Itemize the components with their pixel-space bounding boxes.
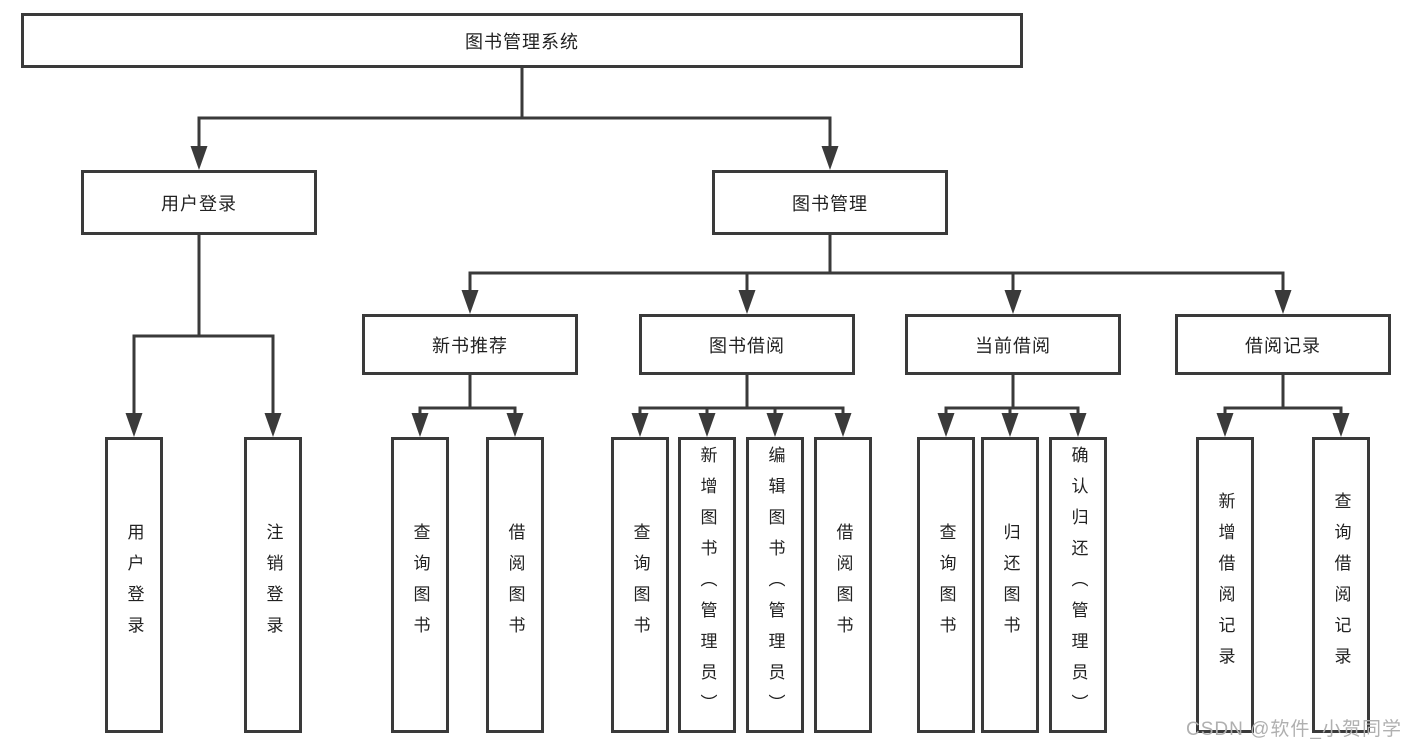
- leaf-edit-book-admin: 编辑图书（管理员）: [746, 437, 804, 733]
- connector-borrow-to-leaves: [631, 374, 852, 437]
- connector-userlogin-to-leaves: [125, 234, 282, 437]
- arrowhead-down-icon: [1274, 290, 1292, 314]
- leaf-label: 新增借阅记录: [1215, 492, 1235, 678]
- arrowhead-down-icon: [766, 413, 784, 437]
- node-borrow-records: 借阅记录: [1175, 314, 1391, 375]
- arrowhead-down-icon: [834, 413, 852, 437]
- connector-line: [1223, 374, 1343, 417]
- leaf-return-book: 归还图书: [981, 437, 1039, 733]
- connector-line: [638, 374, 845, 417]
- arrowhead-down-icon: [937, 413, 955, 437]
- arrowhead-down-icon: [1069, 413, 1087, 437]
- arrowhead-down-icon: [1001, 413, 1019, 437]
- leaf-label: 用户登录: [124, 523, 144, 647]
- leaf-logout: 注销登录: [244, 437, 302, 733]
- arrowhead-down-icon: [631, 413, 649, 437]
- connector-line: [418, 374, 517, 417]
- leaf-confirm-return-admin: 确认归还（管理员）: [1049, 437, 1107, 733]
- arrowhead-down-icon: [1004, 290, 1022, 314]
- leaf-query-books-borrow: 查询图书: [611, 437, 669, 733]
- connector-bookmgmt-to-level3: [461, 234, 1292, 314]
- connector-newbooks-to-leaves: [411, 374, 524, 437]
- leaf-label: 借阅图书: [833, 523, 853, 647]
- leaf-borrow-books-recommend: 借阅图书: [486, 437, 544, 733]
- leaf-label: 注销登录: [263, 523, 283, 647]
- leaf-add-book-admin: 新增图书（管理员）: [678, 437, 736, 733]
- node-book-borrow: 图书借阅: [639, 314, 855, 375]
- arrowhead-down-icon: [698, 413, 716, 437]
- leaf-label: 编辑图书（管理员）: [765, 445, 785, 725]
- leaf-query-books-current: 查询图书: [917, 437, 975, 733]
- arrowhead-down-icon: [264, 413, 282, 437]
- leaf-user-login: 用户登录: [105, 437, 163, 733]
- node-root: 图书管理系统: [21, 13, 1023, 68]
- leaf-label: 新增图书（管理员）: [697, 445, 717, 725]
- leaf-query-borrow-record: 查询借阅记录: [1312, 437, 1370, 733]
- connector-line: [197, 67, 832, 150]
- connector-current-to-leaves: [937, 374, 1087, 437]
- connector-records-to-leaves: [1216, 374, 1350, 437]
- arrowhead-down-icon: [738, 290, 756, 314]
- arrowhead-down-icon: [506, 413, 524, 437]
- leaf-label: 确认归还（管理员）: [1068, 445, 1088, 725]
- node-current-borrow: 当前借阅: [905, 314, 1121, 375]
- arrowhead-down-icon: [190, 146, 208, 170]
- arrowhead-down-icon: [461, 290, 479, 314]
- arrowhead-down-icon: [821, 146, 839, 170]
- arrowhead-down-icon: [411, 413, 429, 437]
- leaf-query-books-recommend: 查询图书: [391, 437, 449, 733]
- node-book-management: 图书管理: [712, 170, 948, 235]
- arrowhead-down-icon: [1332, 413, 1350, 437]
- arrowhead-down-icon: [1216, 413, 1234, 437]
- leaf-label: 查询图书: [936, 523, 956, 647]
- leaf-label: 查询图书: [630, 523, 650, 647]
- watermark-text: CSDN @软件_小贺同学: [1186, 719, 1402, 740]
- leaf-add-borrow-record: 新增借阅记录: [1196, 437, 1254, 733]
- connector-line: [468, 234, 1285, 294]
- leaf-label: 归还图书: [1000, 523, 1020, 647]
- arrowhead-down-icon: [125, 413, 143, 437]
- leaf-label: 借阅图书: [505, 523, 525, 647]
- node-user-login: 用户登录: [81, 170, 317, 235]
- leaf-borrow-books: 借阅图书: [814, 437, 872, 733]
- node-new-book-recommend: 新书推荐: [362, 314, 578, 375]
- leaf-label: 查询借阅记录: [1331, 492, 1351, 678]
- connector-line: [132, 234, 275, 417]
- leaf-label: 查询图书: [410, 523, 430, 647]
- connector-line: [944, 374, 1080, 417]
- connector-root-to-level2: [190, 67, 839, 170]
